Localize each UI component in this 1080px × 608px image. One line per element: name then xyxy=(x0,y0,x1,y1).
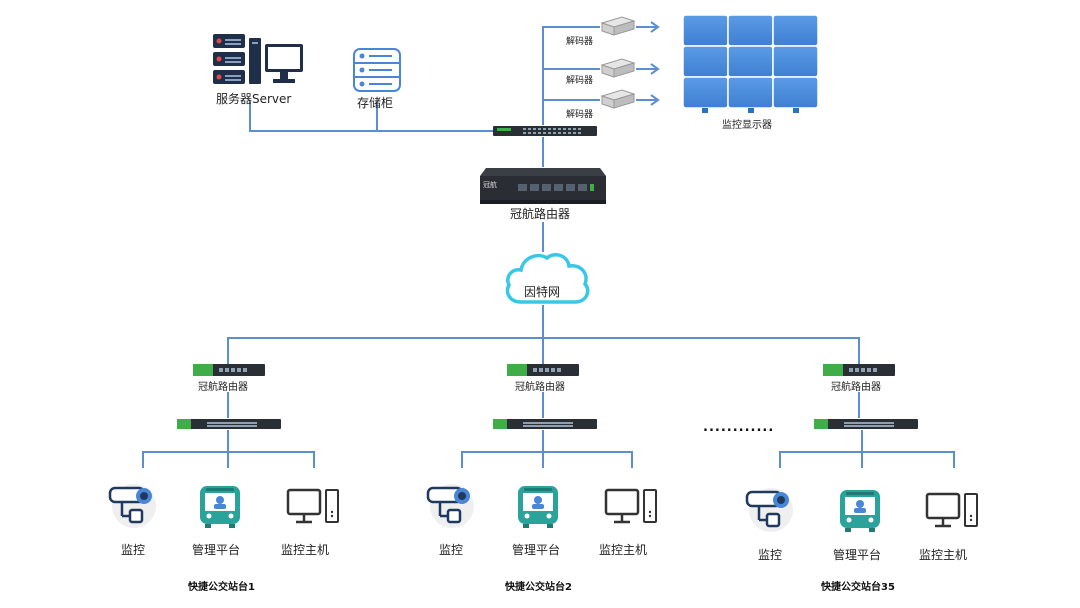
station-name: 快捷公交站台35 xyxy=(821,582,895,593)
camera-icon xyxy=(745,488,793,532)
device-label-camera: 监控 xyxy=(439,543,464,557)
device-label-host: 监控主机 xyxy=(599,543,648,557)
station-name: 快捷公交站台1 xyxy=(188,582,255,593)
server-label: 服务器Server xyxy=(216,92,292,106)
storage-label: 存储柜 xyxy=(357,96,394,110)
branch-switch-icon xyxy=(814,419,918,429)
router-brand-text: 冠航 xyxy=(483,181,497,189)
branch-switch-icon xyxy=(177,419,281,429)
device-label-platform: 管理平台 xyxy=(512,543,561,557)
decoder-label: 解码器 xyxy=(566,37,594,47)
bus-platform-icon xyxy=(518,486,558,528)
branch-router-icon xyxy=(823,364,895,376)
internet-cloud-icon xyxy=(505,252,590,304)
station-name: 快捷公交站台2 xyxy=(505,582,572,593)
branch-router-label: 冠航路由器 xyxy=(831,382,881,393)
branch-router-label: 冠航路由器 xyxy=(198,382,248,393)
branch-router-icon xyxy=(193,364,265,376)
camera-icon xyxy=(426,484,474,528)
bus-platform-icon xyxy=(840,490,880,532)
main-router-label: 冠航路由器 xyxy=(510,207,571,221)
core-switch-icon xyxy=(493,126,597,136)
branch-router-icon xyxy=(507,364,579,376)
device-label-host: 监控主机 xyxy=(281,543,330,557)
server-icon xyxy=(213,34,303,84)
camera-icon xyxy=(108,484,156,528)
internet-label: 因特网 xyxy=(524,285,561,299)
storage-cabinet-icon xyxy=(353,48,401,92)
device-label-camera: 监控 xyxy=(121,543,146,557)
device-label-platform: 管理平台 xyxy=(192,543,241,557)
device-label-platform: 管理平台 xyxy=(833,548,882,562)
monitor-wall-label: 监控显示器 xyxy=(722,120,772,131)
decoder-label: 解码器 xyxy=(566,110,594,120)
computer-icon xyxy=(286,488,339,524)
monitor-wall-icon xyxy=(682,14,819,113)
device-label-camera: 监控 xyxy=(758,548,783,562)
branch-router-label: 冠航路由器 xyxy=(515,382,565,393)
decoder-label: 解码器 xyxy=(566,76,594,86)
main-router-icon xyxy=(480,168,606,204)
ellipsis: ............ xyxy=(703,420,775,435)
device-label-host: 监控主机 xyxy=(919,548,968,562)
decoder-icon xyxy=(600,89,636,109)
bus-platform-icon xyxy=(200,486,240,528)
decoder-icon xyxy=(600,16,636,36)
decoder-icon xyxy=(600,58,636,78)
computer-icon xyxy=(604,488,657,524)
branch-switch-icon xyxy=(493,419,597,429)
computer-icon xyxy=(925,492,978,528)
